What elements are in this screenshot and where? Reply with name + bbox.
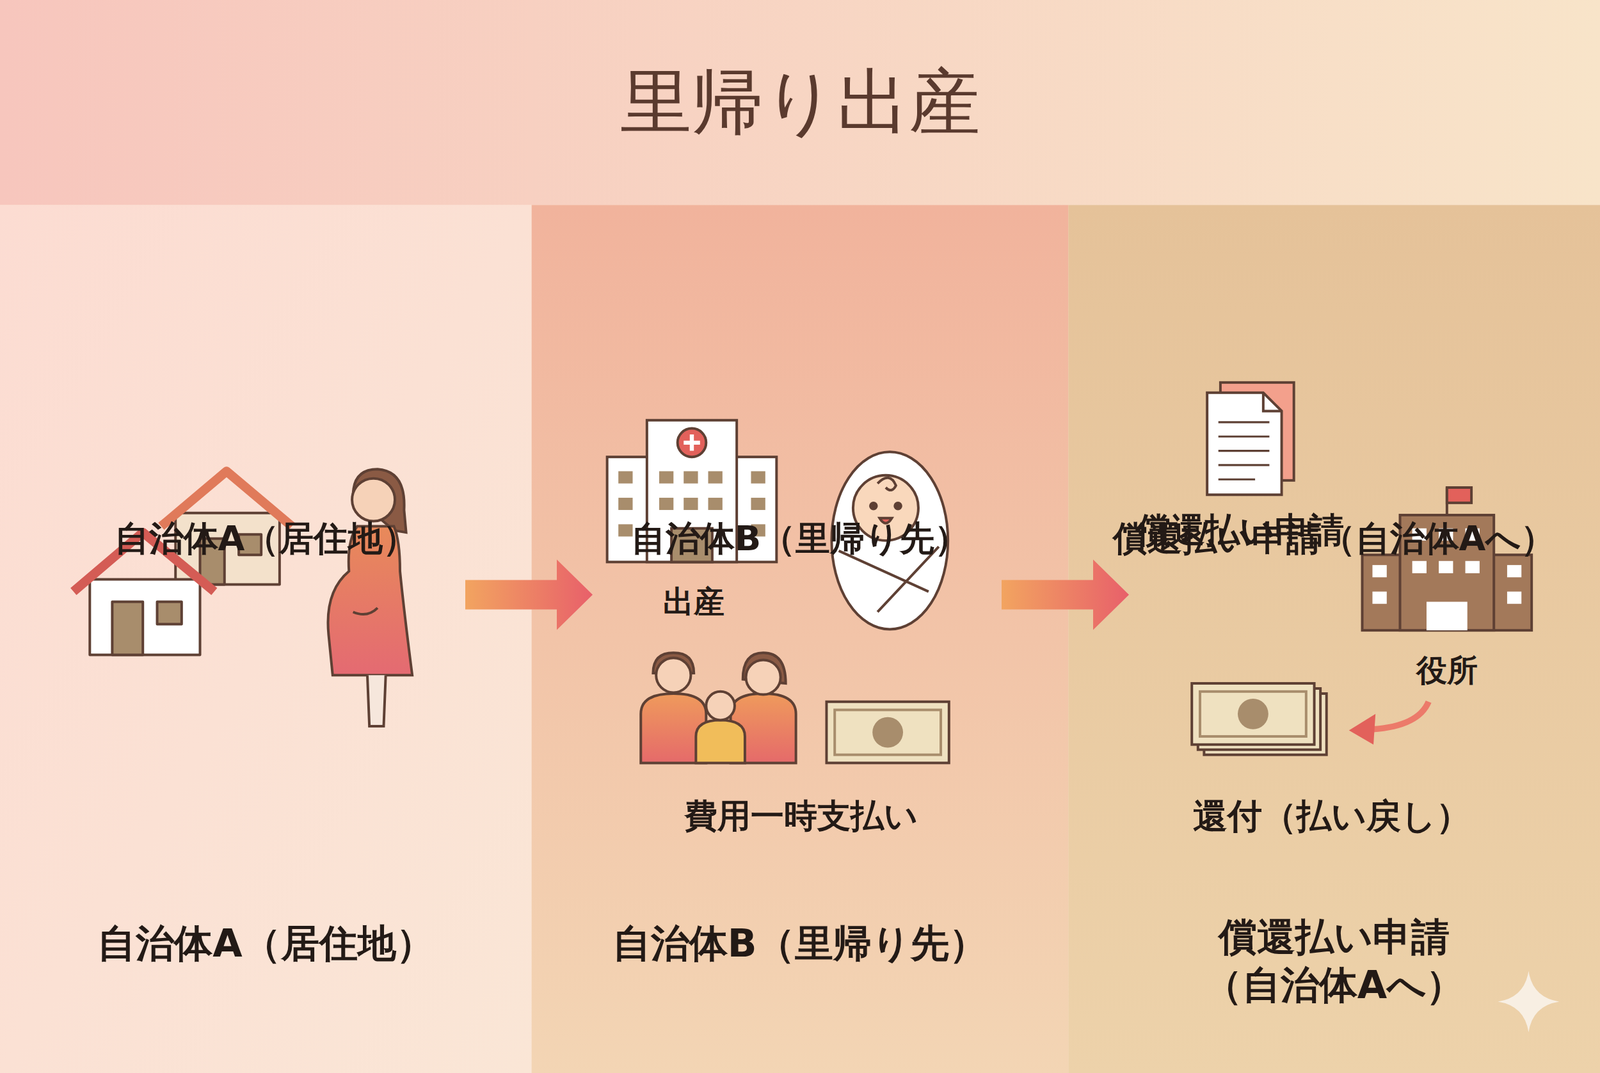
panel-caption: 自治体A（居住地） <box>97 919 434 968</box>
panel-ground <box>0 204 532 1073</box>
banknote-icon <box>826 702 949 764</box>
city-hall-icon <box>1362 487 1533 631</box>
region-panel: 自治体A（居住地） 自治体A（居住地） <box>0 204 532 1073</box>
label-holder: 役所 <box>1416 650 1478 692</box>
icon-caption: 費用一時支払い <box>684 796 918 836</box>
label-holder: 償還払い申請 <box>1136 507 1344 555</box>
label-holder: 還付（払い戻し） <box>1192 792 1471 840</box>
diagram-title: 里帰り出産 <box>0 58 1600 145</box>
panel-caption: 自治体B（里帰り先） <box>612 919 989 968</box>
flow-arrow <box>465 560 593 631</box>
refund-arrow <box>1349 702 1429 745</box>
pregnant-woman-icon <box>327 469 413 727</box>
label-holder: 費用一時支払い <box>684 794 918 840</box>
panel-caption: 償還払い申請 （自治体Aへ） <box>1196 913 1472 1010</box>
icon-caption: 償還払い申請 <box>1136 510 1344 551</box>
icon-caption: 役所 <box>1416 652 1478 688</box>
family-icon <box>640 652 796 763</box>
panel-heading: 自治体A（居住地） <box>114 517 418 561</box>
money-stack-icon <box>1191 683 1327 756</box>
panel-ground <box>1068 204 1600 1073</box>
houses-icon <box>73 471 292 655</box>
region-panel: 償還払い申請（自治体Aへ）償還払い申請 （自治体Aへ） <box>1068 204 1600 1073</box>
region-panel: 自治体B（里帰り先） 自治体B（里帰り先） <box>531 204 1069 1073</box>
icon-caption: 還付（払い戻し） <box>1192 795 1471 836</box>
title-band <box>0 0 1600 205</box>
document-icon <box>1207 382 1295 495</box>
icon-caption: 出産 <box>663 583 725 620</box>
sparkle-mark <box>1498 971 1560 1033</box>
flow-arrow <box>1001 560 1129 631</box>
panel-ground <box>531 204 1069 1073</box>
panel-heading: 自治体B（里帰り先） <box>631 517 969 561</box>
label-holder: 出産 <box>663 581 725 623</box>
